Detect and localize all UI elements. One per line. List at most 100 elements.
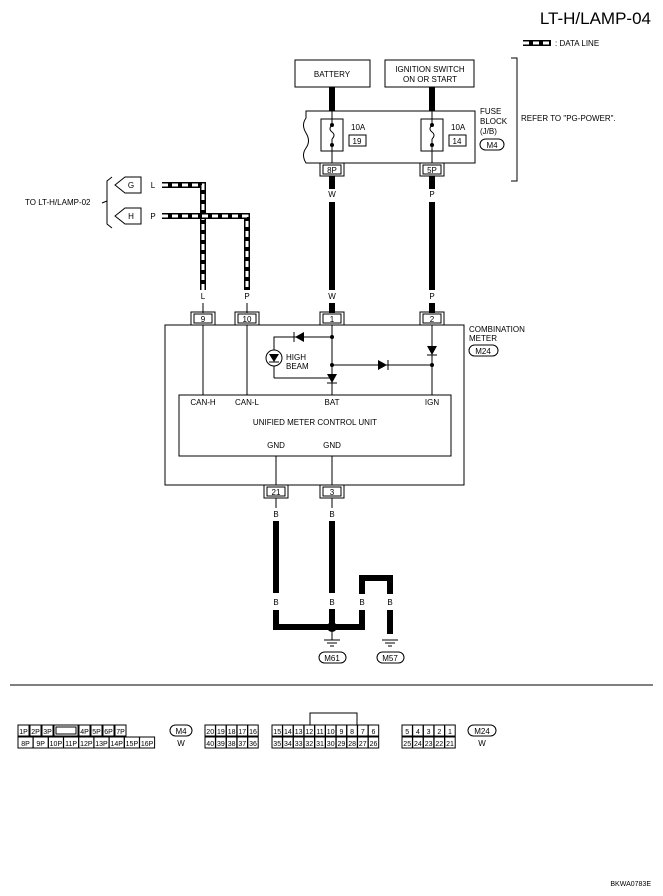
connector-m24-cavity-label: 12 bbox=[305, 729, 313, 736]
svg-text:H: H bbox=[128, 212, 134, 221]
connector-m24-cavity-label: 25 bbox=[403, 741, 411, 748]
meter-pin-3: 3 bbox=[319, 484, 345, 499]
connector-m4-cavity-label: 7P bbox=[116, 729, 125, 736]
fuse-block-connector: M4 bbox=[486, 141, 498, 150]
terminal-can-l: CAN-L bbox=[235, 398, 260, 407]
connector-m24-cavity-label: 20 bbox=[206, 729, 214, 736]
connector-m24-cavity-label: 18 bbox=[228, 729, 236, 736]
connector-m24-cavity-label: 40 bbox=[206, 741, 214, 748]
fuse2-amp: 10A bbox=[451, 123, 466, 132]
connector-m24-cavity-label: 36 bbox=[249, 741, 257, 748]
battery-box: BATTERY bbox=[294, 59, 371, 88]
diode-high-beam bbox=[295, 332, 304, 342]
connector-m24-name: M24 bbox=[474, 727, 490, 736]
wire-color-b-left: B bbox=[273, 598, 278, 607]
connector-m24-face: 2040193918381737163615351434133312321131… bbox=[204, 712, 456, 749]
connector-m24-latch bbox=[309, 712, 358, 725]
wire-color-b-right-2: B bbox=[387, 598, 392, 607]
terminal-gnd-1: GND bbox=[267, 441, 285, 450]
wire-color-b-21: B bbox=[273, 510, 278, 519]
battery-label: BATTERY bbox=[314, 70, 351, 79]
connector-m24-cavity-label: 2 bbox=[437, 729, 441, 736]
connector-m4-cavity bbox=[90, 724, 103, 737]
ignition-switch-box: IGNITION SWITCH ON OR START bbox=[384, 59, 475, 88]
data-line-tag-g: G bbox=[114, 176, 142, 194]
connector-m24-cavity-label: 9 bbox=[339, 729, 343, 736]
terminal-ign: IGN bbox=[425, 398, 439, 407]
page-code: LT-H/LAMP-04 bbox=[540, 9, 651, 28]
pin-8p: 8P bbox=[319, 162, 345, 177]
fuse1-number: 19 bbox=[353, 137, 362, 146]
svg-text:2: 2 bbox=[430, 315, 435, 324]
fuse-block: 10A 19 10A 14 FUSE BLOCK (J/B) M4 REFER … bbox=[303, 57, 616, 182]
svg-text:1: 1 bbox=[330, 315, 335, 324]
unified-meter-control-unit: CAN-H CAN-L BAT IGN UNIFIED METER CONTRO… bbox=[178, 394, 452, 457]
data-line-color-l-top: L bbox=[151, 181, 156, 190]
fuse2-number: 14 bbox=[453, 137, 462, 146]
combination-meter: COMBINATION METER M24 bbox=[164, 324, 525, 486]
can-l-data-line bbox=[162, 213, 250, 290]
connector-m4-cavity bbox=[102, 724, 115, 737]
data-line-color-l-bottom: L bbox=[201, 292, 206, 301]
connector-m24-cavity-label: 7 bbox=[361, 729, 365, 736]
wire-color-w-top: W bbox=[328, 190, 336, 199]
data-line-color-p-top: P bbox=[150, 212, 155, 221]
legend-label: : DATA LINE bbox=[555, 39, 599, 48]
terminal-bat: BAT bbox=[325, 398, 340, 407]
meter-label-2: METER bbox=[469, 334, 497, 343]
high-beam-label-2: BEAM bbox=[286, 362, 309, 371]
connector-m24-cavity-label: 8 bbox=[350, 729, 354, 736]
connector-m4-cavity-label: 2P bbox=[31, 729, 40, 736]
connector-m4-cavity-label: 3P bbox=[43, 729, 52, 736]
connector-m4-cavity bbox=[78, 724, 91, 737]
connector-m24-cavity bbox=[444, 724, 456, 737]
connector-m24-cavity-label: 31 bbox=[316, 741, 324, 748]
connector-m4-latch-frame bbox=[53, 724, 79, 737]
fuse-block-label-3: (J/B) bbox=[480, 127, 497, 136]
meter-connector: M24 bbox=[475, 347, 491, 356]
fuse-block-label-1: FUSE bbox=[480, 107, 501, 116]
terminal-can-h: CAN-H bbox=[190, 398, 216, 407]
connector-m24-cavity-label: 37 bbox=[238, 741, 246, 748]
svg-text:8P: 8P bbox=[327, 166, 337, 175]
connector-m24-cavity-label: 32 bbox=[305, 741, 313, 748]
connector-m4-cavity bbox=[114, 724, 127, 737]
connector-m4-cavity-label: 5P bbox=[92, 729, 101, 736]
connector-m24-cavity-label: 11 bbox=[316, 729, 323, 736]
svg-text:G: G bbox=[128, 181, 134, 190]
connector-m4-cavity-label: 8P bbox=[21, 741, 30, 748]
diode-ign-in bbox=[427, 346, 437, 355]
footer-code: BKWA0783E bbox=[610, 881, 651, 888]
connector-m4-latch bbox=[55, 726, 77, 735]
pin-5p: 5P bbox=[419, 162, 445, 177]
connector-m4-cavity-label: 15P bbox=[126, 741, 139, 748]
connector-m24-cavity-label: 6 bbox=[372, 729, 376, 736]
connector-m4-cavity bbox=[41, 724, 54, 737]
svg-text:9: 9 bbox=[201, 315, 206, 324]
meter-pin-1: 1 bbox=[319, 311, 345, 326]
connector-m24-cavity-label: 17 bbox=[238, 729, 246, 736]
connector-m4-cavity-label: 10P bbox=[50, 741, 63, 748]
fuse-block-label-2: BLOCK bbox=[480, 117, 508, 126]
connector-m24-cavity-label: 33 bbox=[295, 741, 303, 748]
connector-m4-cavity-label: 9P bbox=[36, 741, 45, 748]
high-beam-label-1: HIGH bbox=[286, 353, 306, 362]
svg-text:3: 3 bbox=[330, 488, 335, 497]
ignition-label-1: IGNITION SWITCH bbox=[395, 65, 465, 74]
connector-m24-cavity bbox=[367, 724, 380, 737]
terminal-gnd-2: GND bbox=[323, 441, 341, 450]
data-line-tag-h: H bbox=[114, 207, 142, 225]
connector-m4-color: W bbox=[177, 739, 185, 748]
ground-symbol-m61: M61 bbox=[318, 632, 347, 664]
connector-m24-cavity-label: 34 bbox=[284, 741, 292, 748]
connector-m24-cavity-label: 5 bbox=[405, 729, 409, 736]
wire-color-b-mid: B bbox=[329, 598, 334, 607]
connector-m4-cavity bbox=[17, 724, 30, 737]
connector-m24-cavity-label: 22 bbox=[435, 741, 443, 748]
can-h-data-line bbox=[162, 182, 206, 290]
connector-m4-cavity bbox=[29, 724, 42, 737]
connector-m4-cavity-label: 14P bbox=[110, 741, 123, 748]
meter-pin-10: 10 bbox=[234, 311, 260, 326]
wire-color-p-bottom: P bbox=[429, 292, 434, 301]
connector-m24-cavity-label: 30 bbox=[327, 741, 335, 748]
